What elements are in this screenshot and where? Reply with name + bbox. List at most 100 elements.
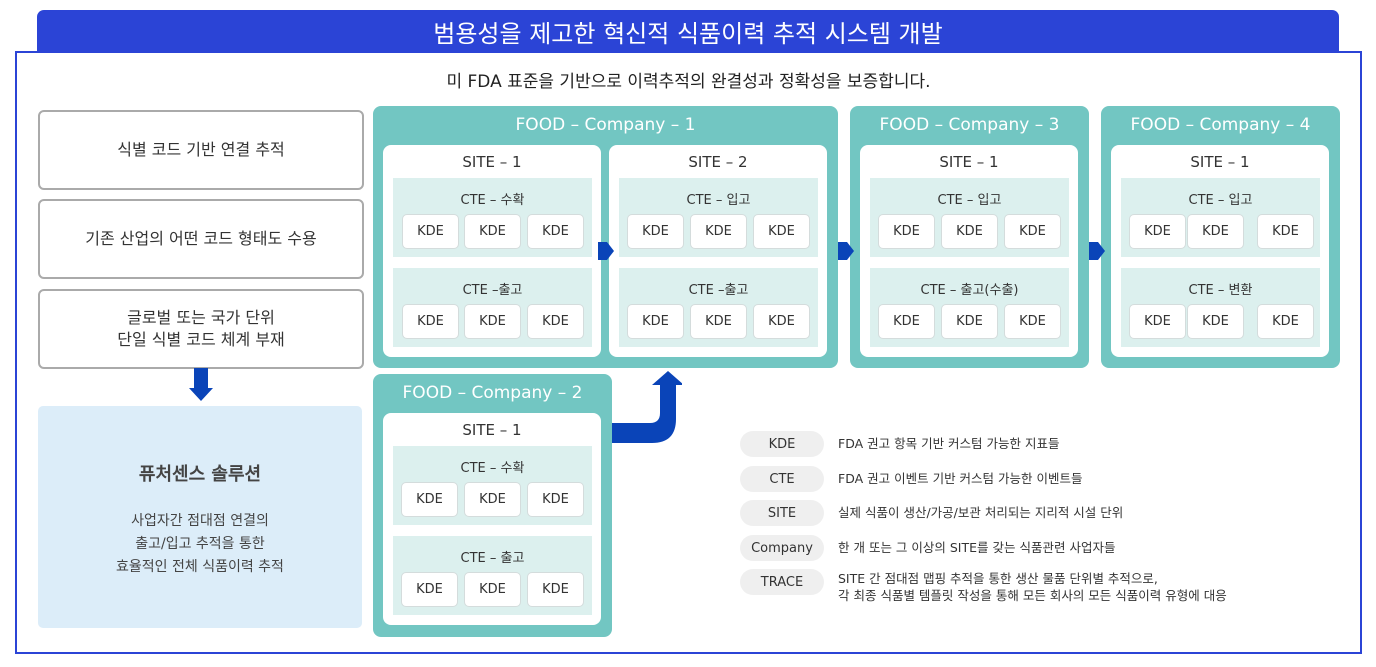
kde-box: KDE <box>527 482 584 517</box>
kde-box: KDE <box>464 482 521 517</box>
kde-box: KDE <box>1257 304 1314 339</box>
legend-description: 실제 식품이 생산/가공/보관 처리되는 지리적 시설 단위 <box>838 500 1123 521</box>
up-turn-arrow-icon <box>612 371 682 443</box>
company-3: FOOD – Company – 3 SITE – 1 CTE – 입고 KDE… <box>850 106 1089 368</box>
kde-box: KDE <box>1129 304 1186 339</box>
cte-title: CTE – 입고 <box>1188 193 1253 208</box>
problem-text: 기존 산업의 어떤 코드 형태도 수용 <box>85 229 317 248</box>
legend-description: SITE 간 점대점 맵핑 추적을 통한 생산 물품 단위별 추적으로, 각 최… <box>838 569 1227 604</box>
down-arrow-icon <box>189 368 213 401</box>
legend-term: TRACE <box>740 569 824 595</box>
problem-text: 식별 코드 기반 연결 추적 <box>117 140 285 159</box>
solution-title: 퓨처센스 솔루션 <box>138 464 262 485</box>
legend-term: CTE <box>740 466 824 492</box>
company-2: FOOD – Company – 2 SITE – 1 CTE – 수확 KDE… <box>373 374 612 637</box>
legend-item-kde: KDE FDA 권고 항목 기반 커스텀 가능한 지표들 <box>740 431 1060 457</box>
kde-box: KDE <box>464 214 521 249</box>
cte-block: CTE – 출고 KDE KDE KDE <box>393 536 592 615</box>
kde-box: KDE <box>464 572 521 607</box>
cte-block: CTE – 출고(수출) KDE KDE KDE <box>870 268 1069 347</box>
kde-box: KDE <box>402 214 459 249</box>
site-title: SITE – 1 <box>462 421 522 439</box>
subtitle: 미 FDA 표준을 기반으로 이력추적의 완결성과 정확성을 보증합니다. <box>446 72 931 92</box>
company-title: FOOD – Company – 1 <box>515 115 696 135</box>
solution-line: 효율적인 전체 식품이력 추적 <box>116 559 284 575</box>
cte-title: CTE –출고 <box>462 283 523 298</box>
kde-box: KDE <box>753 304 810 339</box>
legend-term: KDE <box>740 431 824 457</box>
company-title: FOOD – Company – 3 <box>879 115 1060 135</box>
site-title: SITE – 1 <box>462 153 522 171</box>
solution-description: 사업자간 점대점 연결의 출고/입고 추적을 통한 효율적인 전체 식품이력 추… <box>38 510 362 579</box>
kde-box: KDE <box>690 214 747 249</box>
solution-line: 사업자간 점대점 연결의 <box>131 513 269 529</box>
problem-box-1: 식별 코드 기반 연결 추적 <box>38 110 364 190</box>
legend-item-company: Company 한 개 또는 그 이상의 SITE를 갖는 식품관련 사업자들 <box>740 535 1115 561</box>
legend-term: SITE <box>740 500 824 526</box>
kde-box: KDE <box>401 482 458 517</box>
solution-box: 퓨처센스 솔루션 사업자간 점대점 연결의 출고/입고 추적을 통한 효율적인 … <box>38 406 362 628</box>
cte-title: CTE – 입고 <box>686 193 751 208</box>
cte-title: CTE – 출고(수출) <box>920 283 1019 298</box>
kde-box: KDE <box>753 214 810 249</box>
company-title: FOOD – Company – 4 <box>1130 115 1311 135</box>
legend-description: FDA 권고 이벤트 기반 커스텀 가능한 이벤트들 <box>838 466 1083 487</box>
company-title: FOOD – Company – 2 <box>402 383 583 403</box>
solution-line: 출고/입고 추적을 통한 <box>135 536 265 552</box>
legend-description-line: FDA 권고 항목 기반 커스텀 가능한 지표들 <box>838 436 1060 451</box>
kde-box: KDE <box>1129 214 1186 249</box>
kde-box: KDE <box>1187 304 1244 339</box>
site-card: SITE – 1 CTE – 수확 KDE KDE KDE CTE – 출고 K… <box>383 413 601 625</box>
kde-box: KDE <box>527 214 584 249</box>
site-title: SITE – 2 <box>688 153 748 171</box>
kde-box: KDE <box>1257 214 1314 249</box>
kde-box: KDE <box>941 214 998 249</box>
kde-box: KDE <box>464 304 521 339</box>
cte-title: CTE –출고 <box>688 283 749 298</box>
kde-box: KDE <box>527 572 584 607</box>
cte-block: CTE – 수확 KDE KDE KDE <box>393 178 592 257</box>
legend-description-line: FDA 권고 이벤트 기반 커스텀 가능한 이벤트들 <box>838 471 1083 486</box>
legend-description-line: 한 개 또는 그 이상의 SITE를 갖는 식품관련 사업자들 <box>838 540 1116 555</box>
kde-box: KDE <box>627 214 684 249</box>
legend-item-cte: CTE FDA 권고 이벤트 기반 커스텀 가능한 이벤트들 <box>740 466 1083 492</box>
problem-text-line-2: 단일 식별 코드 체계 부재 <box>117 330 285 349</box>
kde-box: KDE <box>878 304 935 339</box>
site-title: SITE – 1 <box>939 153 999 171</box>
cte-title: CTE – 입고 <box>937 193 1002 208</box>
problem-box-2: 기존 산업의 어떤 코드 형태도 수용 <box>38 199 364 279</box>
company-1: FOOD – Company – 1 SITE – 1 CTE – 수확 KDE… <box>373 106 838 368</box>
problem-text-line-1: 글로벌 또는 국가 단위 <box>127 308 275 327</box>
right-arrow-icon <box>1089 242 1105 260</box>
kde-box: KDE <box>1004 304 1061 339</box>
cte-title: CTE – 출고 <box>460 551 525 566</box>
legend-item-site: SITE 실제 식품이 생산/가공/보관 처리되는 지리적 시설 단위 <box>740 500 1123 526</box>
kde-box: KDE <box>401 572 458 607</box>
cte-block: CTE – 수확 KDE KDE KDE <box>393 446 592 525</box>
cte-title: CTE – 수확 <box>460 461 525 476</box>
cte-block: CTE –출고 KDE KDE KDE <box>393 268 592 347</box>
legend-description: FDA 권고 항목 기반 커스텀 가능한 지표들 <box>838 431 1060 452</box>
kde-box: KDE <box>878 214 935 249</box>
cte-block: CTE – 입고 KDE KDE KDE <box>1121 178 1320 257</box>
kde-box: KDE <box>690 304 747 339</box>
site-card: SITE – 1 CTE – 입고 KDE KDE KDE CTE – 출고(수… <box>860 145 1078 357</box>
kde-box: KDE <box>627 304 684 339</box>
main-frame: 미 FDA 표준을 기반으로 이력추적의 완결성과 정확성을 보증합니다. 식별… <box>15 51 1362 654</box>
site-card: SITE – 1 CTE – 수확 KDE KDE KDE CTE –출고 KD… <box>383 145 601 357</box>
cte-title: CTE – 변환 <box>1188 283 1253 298</box>
kde-box: KDE <box>1187 214 1244 249</box>
legend-description-line: 각 최종 식품별 템플릿 작성을 통해 모든 회사의 모든 식품이력 유형에 대… <box>838 588 1227 603</box>
cte-block: CTE – 입고 KDE KDE KDE <box>619 178 818 257</box>
company-4: FOOD – Company – 4 SITE – 1 CTE – 입고 KDE… <box>1101 106 1340 368</box>
cte-block: CTE – 변환 KDE KDE KDE <box>1121 268 1320 347</box>
cte-title: CTE – 수확 <box>460 193 525 208</box>
kde-box: KDE <box>402 304 459 339</box>
site-title: SITE – 1 <box>1190 153 1250 171</box>
site-card: SITE – 2 CTE – 입고 KDE KDE KDE CTE –출고 KD… <box>609 145 827 357</box>
legend-description-line: 실제 식품이 생산/가공/보관 처리되는 지리적 시설 단위 <box>838 505 1124 520</box>
site-card: SITE – 1 CTE – 입고 KDE KDE KDE CTE – 변환 K… <box>1111 145 1329 357</box>
problem-box-3: 글로벌 또는 국가 단위 단일 식별 코드 체계 부재 <box>38 289 364 369</box>
right-arrow-icon <box>838 242 854 260</box>
kde-box: KDE <box>527 304 584 339</box>
